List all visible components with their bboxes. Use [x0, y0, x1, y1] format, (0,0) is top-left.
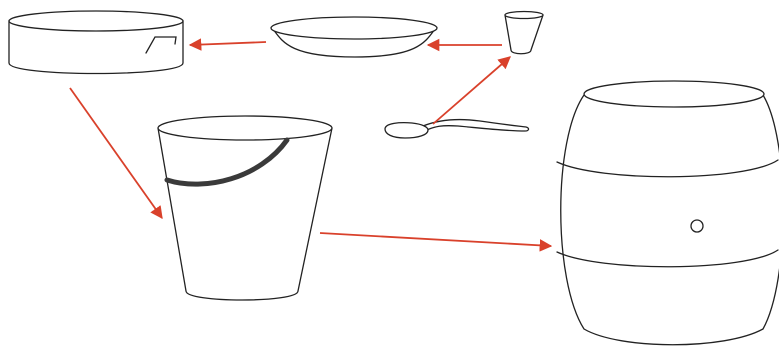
- arrow-tray-to-bucket: [70, 88, 162, 218]
- arrow-plate-to-tray: [190, 42, 266, 45]
- barrel-bung-hole: [691, 220, 703, 232]
- barrel-icon: [557, 81, 779, 345]
- cylinder-tray-icon: [9, 11, 183, 74]
- arrow-bucket-to-barrel: [320, 233, 551, 246]
- bucket-icon: [158, 116, 332, 300]
- cup-icon: [505, 12, 543, 54]
- spoon-icon: [385, 120, 529, 138]
- arrow-spoon-to-cup: [433, 57, 510, 124]
- plate-icon: [271, 17, 437, 57]
